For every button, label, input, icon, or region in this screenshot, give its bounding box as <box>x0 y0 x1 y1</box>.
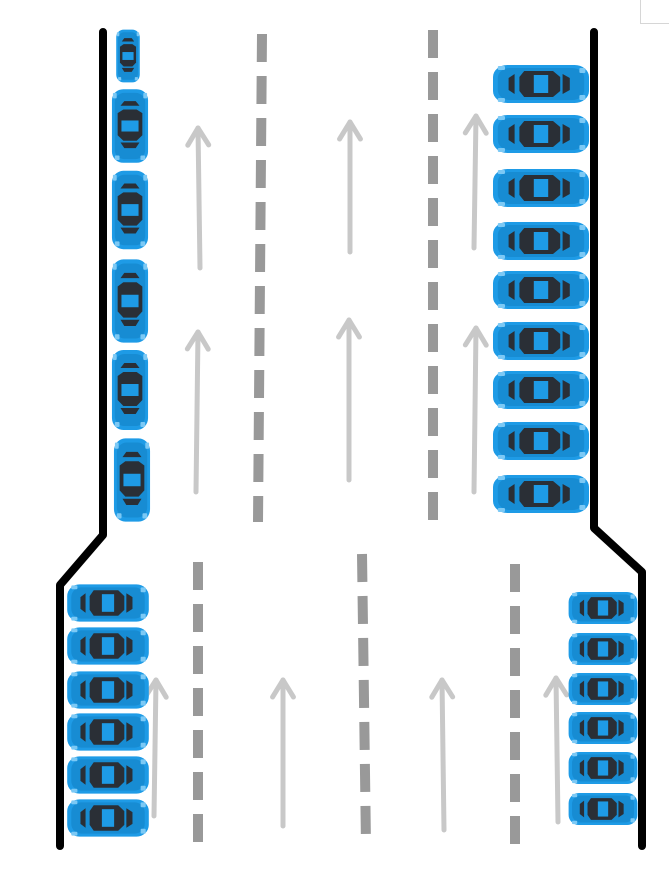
car-upper-right-4 <box>493 222 589 260</box>
arrow-upper-3b <box>462 325 489 495</box>
car-upper-left-5 <box>111 350 149 430</box>
car-lower-right-6 <box>568 793 638 825</box>
arrow-upper-1b <box>184 329 211 495</box>
car-lower-right-2 <box>568 633 638 665</box>
road-edge-left <box>56 28 107 850</box>
car-upper-left-1 <box>116 29 140 83</box>
car-upper-right-6 <box>493 322 589 360</box>
arrow-lower-3 <box>429 677 456 833</box>
car-lower-right-3 <box>568 673 638 705</box>
arrow-upper-2b <box>336 317 362 483</box>
car-lower-left-3 <box>67 671 149 709</box>
car-upper-left-3 <box>111 170 149 250</box>
car-lower-left-1 <box>67 584 149 622</box>
car-lower-right-4 <box>568 712 638 744</box>
arrow-lower-4 <box>543 675 570 825</box>
car-upper-right-9 <box>493 475 589 513</box>
car-upper-right-5 <box>493 271 589 309</box>
direction-arrows <box>142 113 570 833</box>
arrow-lower-1 <box>142 677 169 819</box>
car-lower-left-2 <box>67 627 149 665</box>
car-upper-right-1 <box>493 65 589 103</box>
arrow-lower-2 <box>270 677 296 829</box>
car-upper-left-2 <box>111 89 149 163</box>
lane-markings <box>193 30 520 847</box>
window-corner-box <box>640 0 669 24</box>
car-lower-left-5 <box>67 756 149 794</box>
car-lower-left-6 <box>67 799 149 837</box>
car-upper-right-8 <box>493 422 589 460</box>
lane-marking-lower-2 <box>357 553 371 847</box>
road-edge-right <box>590 28 646 850</box>
car-upper-right-2 <box>493 115 589 153</box>
car-upper-right-7 <box>493 371 589 409</box>
car-lower-right-5 <box>568 752 638 784</box>
road-edges <box>56 28 646 850</box>
car-lower-right-1 <box>568 592 638 624</box>
car-upper-right-3 <box>493 169 589 207</box>
car-upper-left-4 <box>111 259 149 343</box>
arrow-upper-3a <box>462 113 489 251</box>
car-lower-left-4 <box>67 713 149 751</box>
car-upper-left-6 <box>113 438 151 522</box>
lane-marking-upper-1 <box>253 33 267 523</box>
arrow-upper-1a <box>185 125 212 271</box>
arrow-upper-2a <box>337 119 363 255</box>
